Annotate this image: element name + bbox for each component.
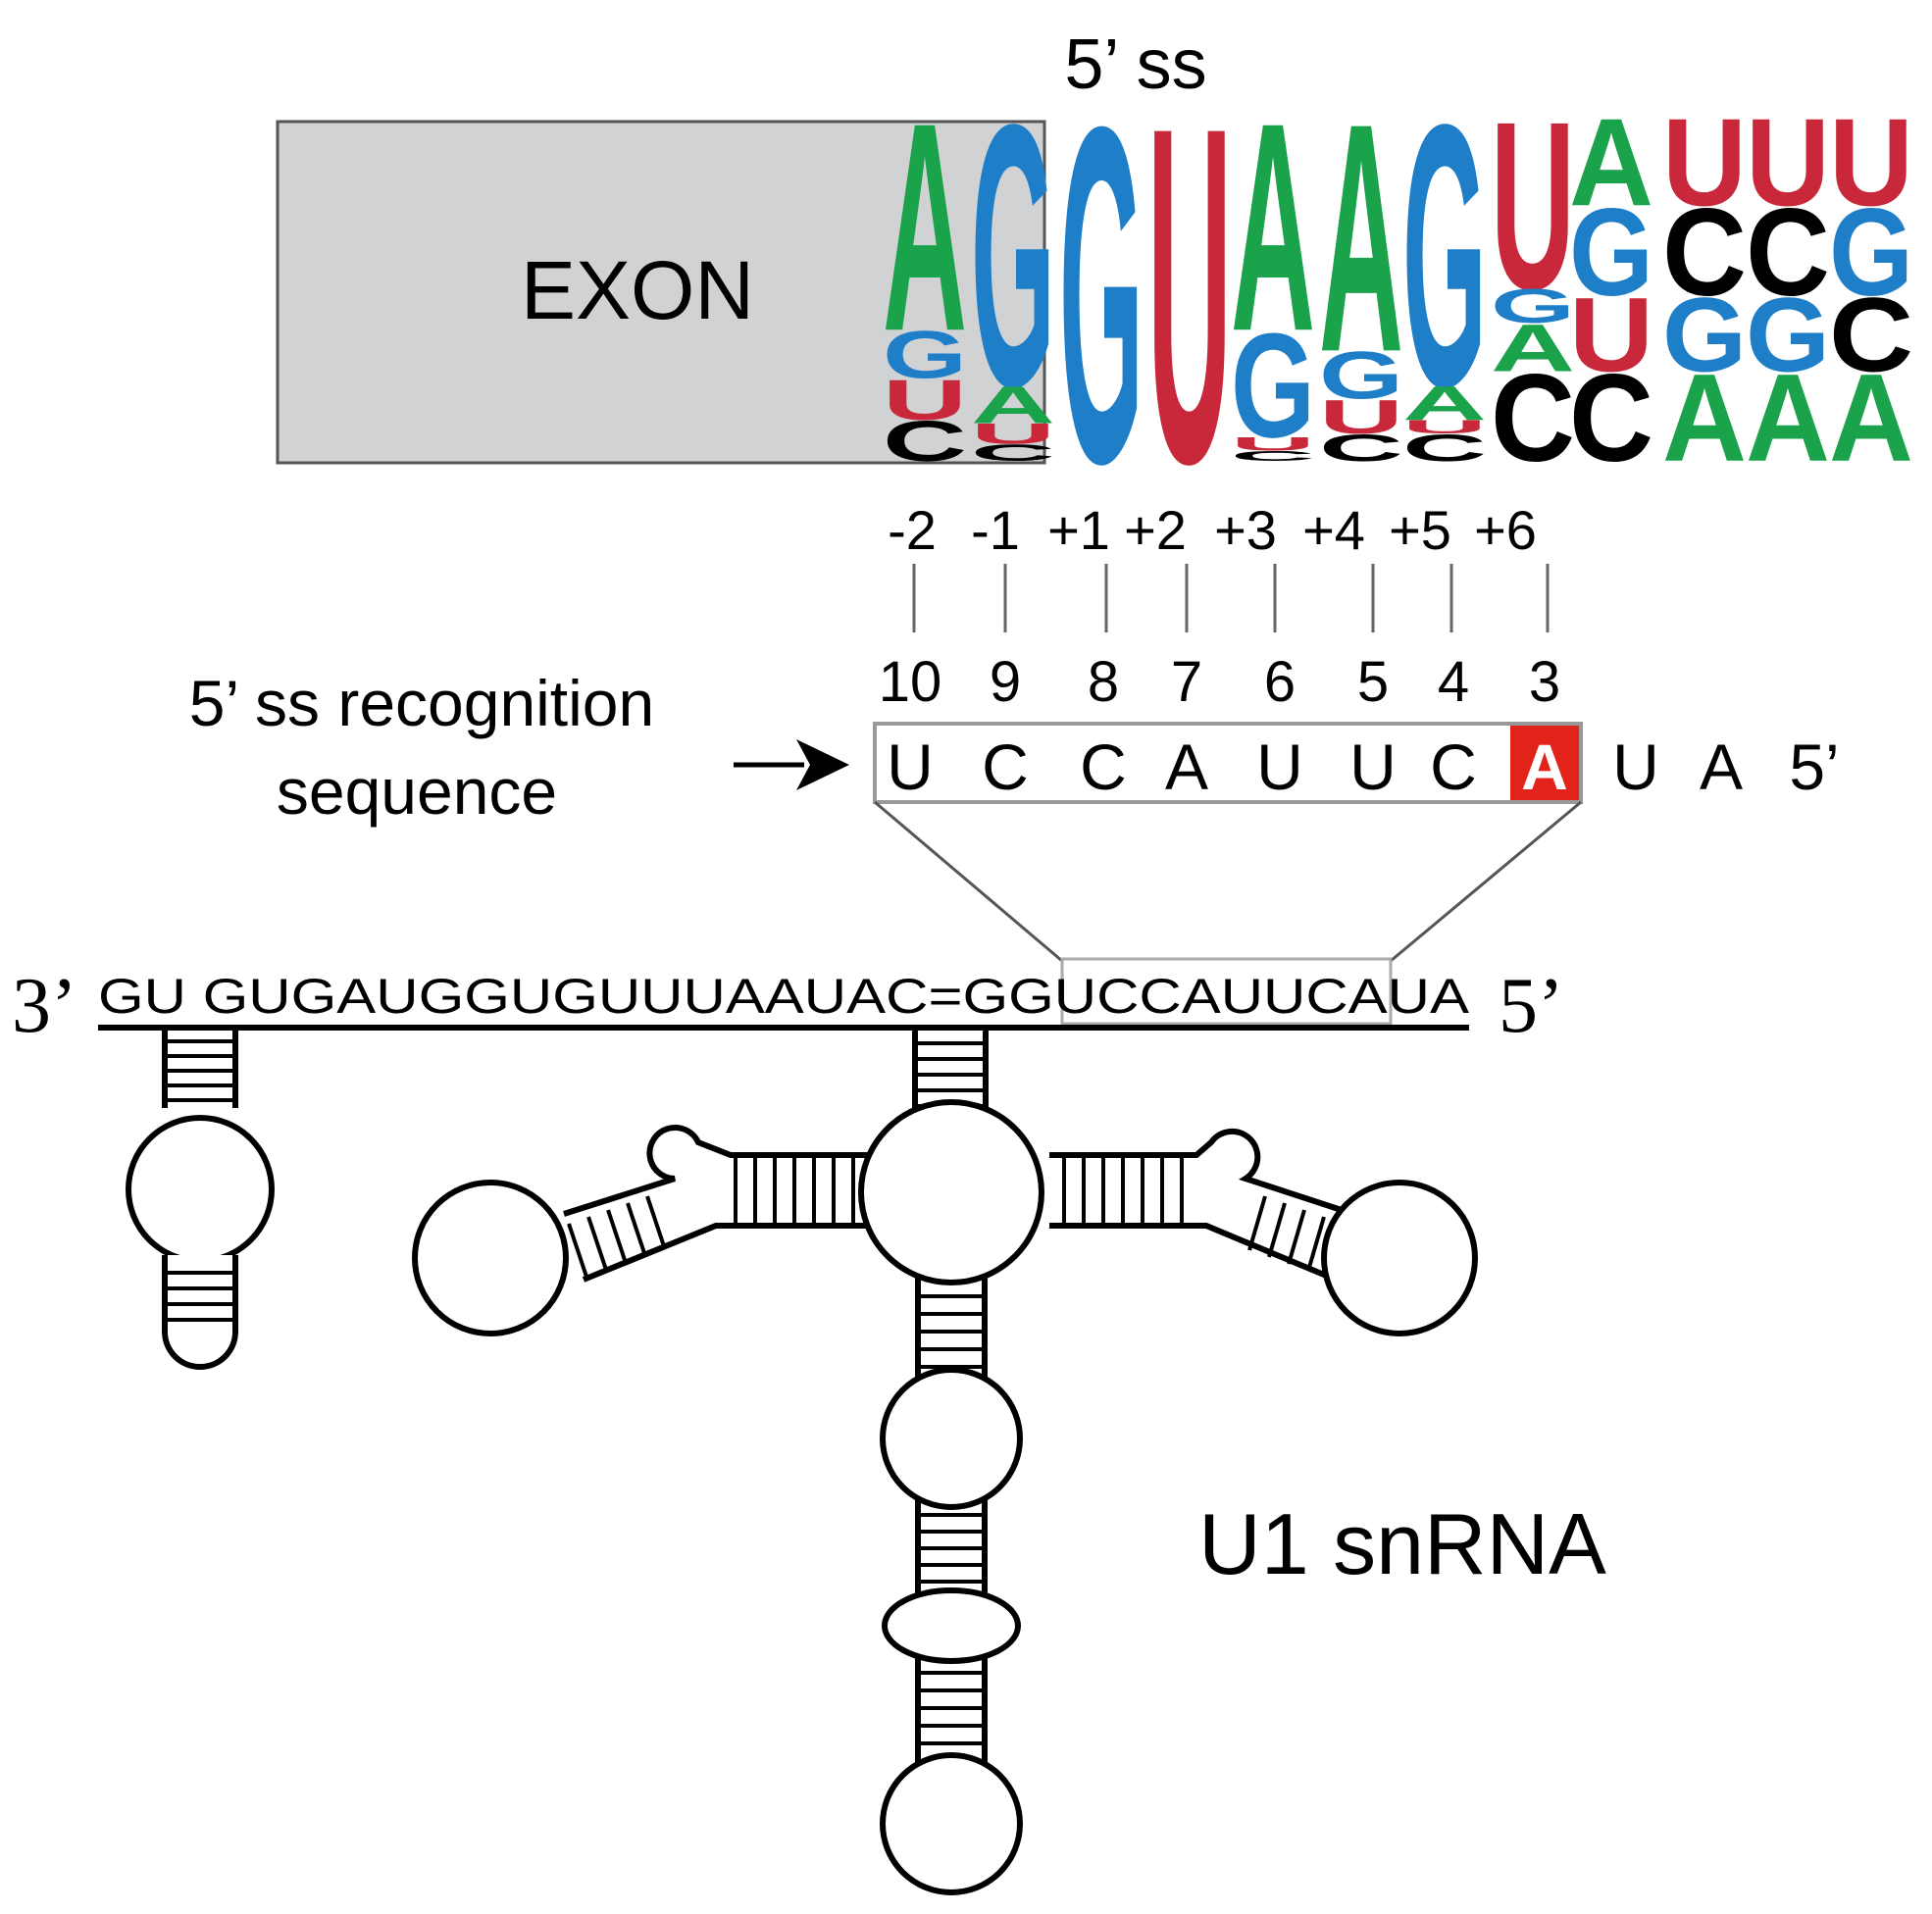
logo-letter-G: G [1402,48,1487,465]
logo-letter-G: G [1059,27,1144,563]
u1-snrna-structure [126,1028,1478,1895]
logo-letter-C: C [1662,183,1747,323]
zoom-line-left [874,800,1063,963]
logo-letter-G: G [1319,338,1403,414]
recognition-number: 6 [1264,650,1296,714]
hairpin-right-arm [1049,1128,1478,1336]
recognition-base: C [982,730,1029,803]
recognition-base: C [1430,730,1477,803]
position-label: +1 [1047,499,1110,561]
position-label: +5 [1389,499,1451,561]
logo-letter-A: A [1569,93,1653,232]
position-label: +2 [1124,499,1187,561]
arrow-icon [734,739,849,790]
logo-letter-C: C [1402,427,1487,470]
hairpin-left-arm [412,1125,868,1336]
recognition-base: C [1080,730,1127,803]
recognition-number: 10 [879,650,942,714]
logo-letter-A: A [1402,377,1487,430]
logo-letter-C: C [1569,349,1653,488]
logo-letter-U: U [1662,93,1747,232]
logo-letter-C: C [1319,427,1403,470]
zoom-line-right [1390,800,1582,963]
logo-letter-A: A [1662,349,1747,488]
recognition-number: 7 [1171,650,1202,714]
logo-letter-A: A [971,376,1055,434]
logo-letter-C: C [883,410,967,474]
logo-letter-U: U [1491,72,1575,340]
position-label: -2 [888,499,937,561]
logo-letter-A: A [1829,349,1913,488]
logo-letter-A: A [1319,57,1403,421]
logo-letter-G: G [971,48,1055,465]
position-label: +3 [1214,499,1277,561]
recognition-label-line1: 5’ ss recognition [189,667,654,739]
recognition-label-line2: sequence [277,755,557,828]
exon-label: EXON [521,244,754,336]
u1-snrna-label: U1 snRNA [1198,1495,1606,1592]
exon-box [276,120,1046,465]
position-label: -1 [971,499,1020,561]
logo-letter-C: C [1746,183,1830,323]
logo-letter-G: G [1569,183,1653,323]
recognition-base: U [1256,730,1303,803]
highlight-box [1510,726,1579,800]
logo-letter-A: A [883,61,967,392]
recognition-tail: 5’ [1789,730,1839,803]
logo-letter-C: C [971,439,1055,466]
logo-letter-U: U [1569,277,1653,394]
recognition-base: U [1349,730,1397,803]
hairpin-small-left [126,1028,275,1370]
recognition-number: 9 [990,650,1021,714]
position-label: +4 [1302,499,1365,561]
logo-letter-G: G [1746,277,1830,394]
logo-letter-G: G [1662,277,1747,394]
u1-sequence: GU GUGAUGGUGUUUAAUAC=GGUCCAUUCAUA [98,969,1470,1024]
five-ss-title: 5’ ss [1064,25,1206,104]
logo-letter-U: U [1746,93,1830,232]
five-prime-label: 5’ [1499,963,1564,1049]
stem-bottom [880,1277,1023,1895]
recognition-base-highlighted: A [1521,730,1568,803]
recognition-number: 4 [1438,650,1469,714]
recognition-base: A [1165,730,1208,803]
central-loop [858,1099,1044,1285]
recognition-box [873,722,1583,804]
recognition-tail: A [1700,730,1743,803]
recognition-tail: U [1612,730,1659,803]
logo-letter-U: U [1319,390,1403,444]
logo-letter-C: C [1491,349,1575,488]
logo-letter-A: A [1491,311,1575,386]
logo-letter-U: U [1147,27,1232,563]
logo-letter-G: G [1491,279,1575,333]
logo-letter-A: A [1746,349,1830,488]
logo-position-labels: -2 -1 +1+2 +3 +4 +5 +6 [888,499,1537,561]
recognition-number: 8 [1088,650,1119,714]
logo-letter-U: U [1829,93,1913,232]
three-prime-label: 3’ [12,963,77,1049]
recognition-base: U [887,730,934,803]
recognition-number: 5 [1357,650,1389,714]
logo-letter-U: U [883,369,967,432]
position-label: +6 [1474,499,1537,561]
logo-letter-C: C [1829,277,1913,394]
recognition-number: 3 [1529,650,1560,714]
logo-letter-U: U [1231,433,1315,455]
zoom-target-box [1060,957,1393,1026]
logo-letter-A: A [1231,61,1315,392]
logo-letter-C: C [1231,448,1315,464]
position-connector-lines [912,564,1550,632]
logo-letter-G: G [883,318,967,393]
logo-letter-U: U [971,418,1055,450]
logo-letter-G: G [1231,304,1315,470]
logo-letter-U: U [1402,416,1487,437]
logo-letter-G: G [1829,183,1913,323]
